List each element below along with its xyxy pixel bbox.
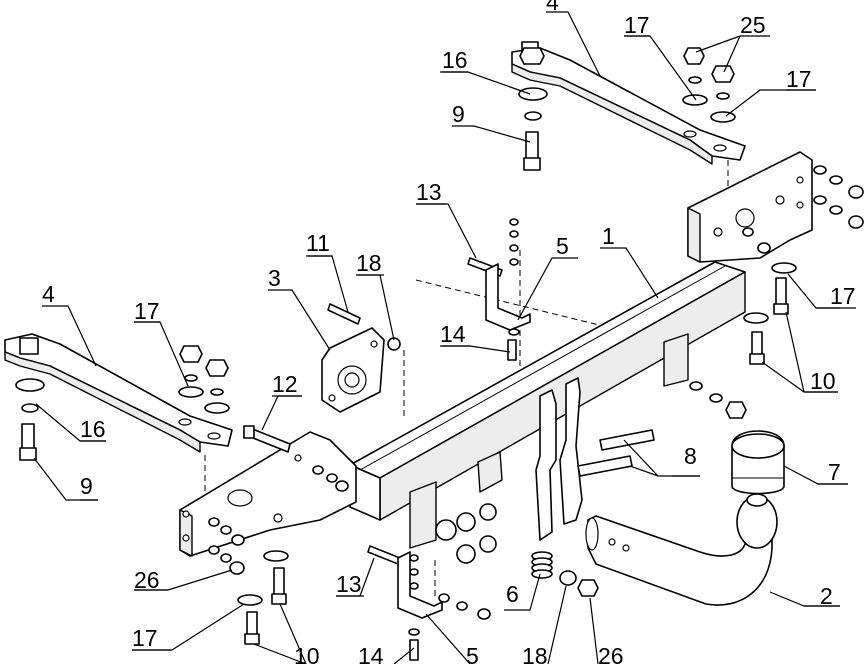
tow-ball-arm — [585, 493, 778, 606]
callout-18-bottom: 18 — [522, 643, 548, 664]
callout-17-top-right: 17 — [786, 66, 812, 92]
callout-3: 3 — [268, 265, 281, 291]
callout-17-bottom: 17 — [132, 625, 158, 651]
callout-11: 11 — [306, 230, 330, 256]
mounting-plate-right — [687, 151, 813, 263]
callout-12: 12 — [272, 371, 298, 397]
callout-26-bottom: 26 — [598, 643, 624, 664]
main-crossbar — [349, 261, 746, 521]
callout-4-left: 4 — [42, 281, 55, 307]
callout-1: 1 — [602, 223, 615, 249]
callout-16-left: 16 — [80, 416, 106, 442]
callout-13-top: 13 — [416, 179, 442, 205]
socket-plate — [321, 327, 385, 413]
clamp-brackets — [397, 263, 531, 619]
callout-8: 8 — [684, 443, 697, 469]
callout-9-left: 9 — [80, 473, 93, 499]
callout-6: 6 — [506, 581, 519, 607]
callout-10-bottom: 10 — [294, 643, 320, 664]
callout-17-right: 17 — [830, 283, 856, 309]
callout-25: 25 — [740, 12, 766, 38]
callout-labels: 4 17 25 17 16 9 13 5 1 11 18 3 4 17 12 1… — [42, 0, 856, 664]
spring — [531, 551, 553, 579]
hook-mount-bracket — [409, 333, 689, 549]
bracket-strap-top — [511, 41, 746, 165]
callout-4-top: 4 — [546, 0, 559, 15]
callout-5-bottom: 5 — [466, 643, 479, 664]
callout-26-left: 26 — [134, 567, 160, 593]
callout-10-right: 10 — [810, 368, 836, 394]
callout-18-top: 18 — [356, 250, 382, 276]
callout-17-top-left: 17 — [624, 12, 650, 38]
callout-2: 2 — [820, 583, 833, 609]
callout-14-bottom: 14 — [358, 643, 384, 664]
callout-5-top: 5 — [556, 233, 569, 259]
callout-17-left: 17 — [134, 298, 160, 324]
ball-cover — [731, 430, 785, 495]
callout-13-bottom: 13 — [336, 571, 362, 597]
callout-7: 7 — [828, 459, 841, 485]
callout-16-top: 16 — [442, 47, 468, 73]
bracket-strap-left — [4, 333, 233, 453]
callout-underlines — [80, 35, 856, 651]
callout-9-top: 9 — [452, 101, 465, 127]
mounting-plate-left — [179, 431, 357, 557]
callout-14-top: 14 — [440, 321, 466, 347]
